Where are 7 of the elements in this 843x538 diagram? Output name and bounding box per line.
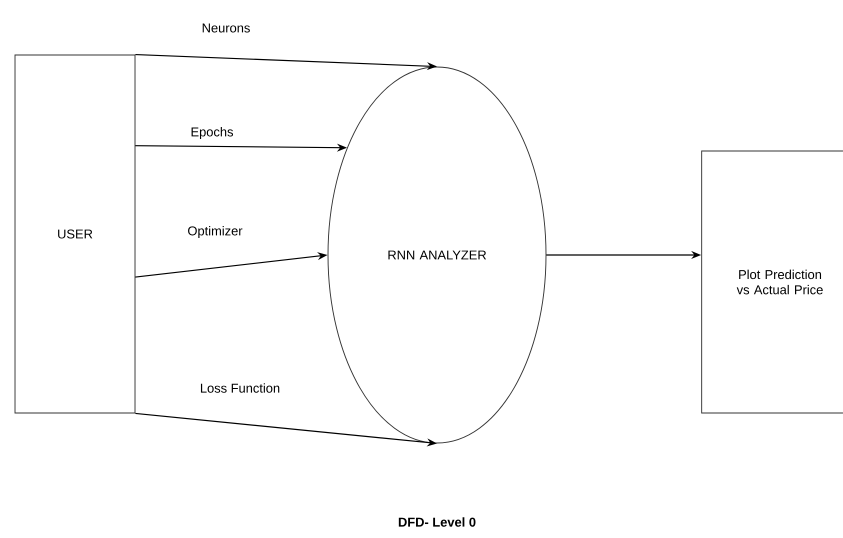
process-box: USER — [14, 54, 136, 414]
edge-label: Epochs — [189, 126, 235, 140]
caption: DFD- Level 0 — [398, 517, 476, 527]
process-box: Plot Prediction vs Actual Price — [701, 150, 843, 414]
edge-label: Loss Function — [198, 382, 282, 394]
edge-label: Neurons — [200, 22, 252, 34]
edge-label: Optimizer — [186, 224, 244, 240]
